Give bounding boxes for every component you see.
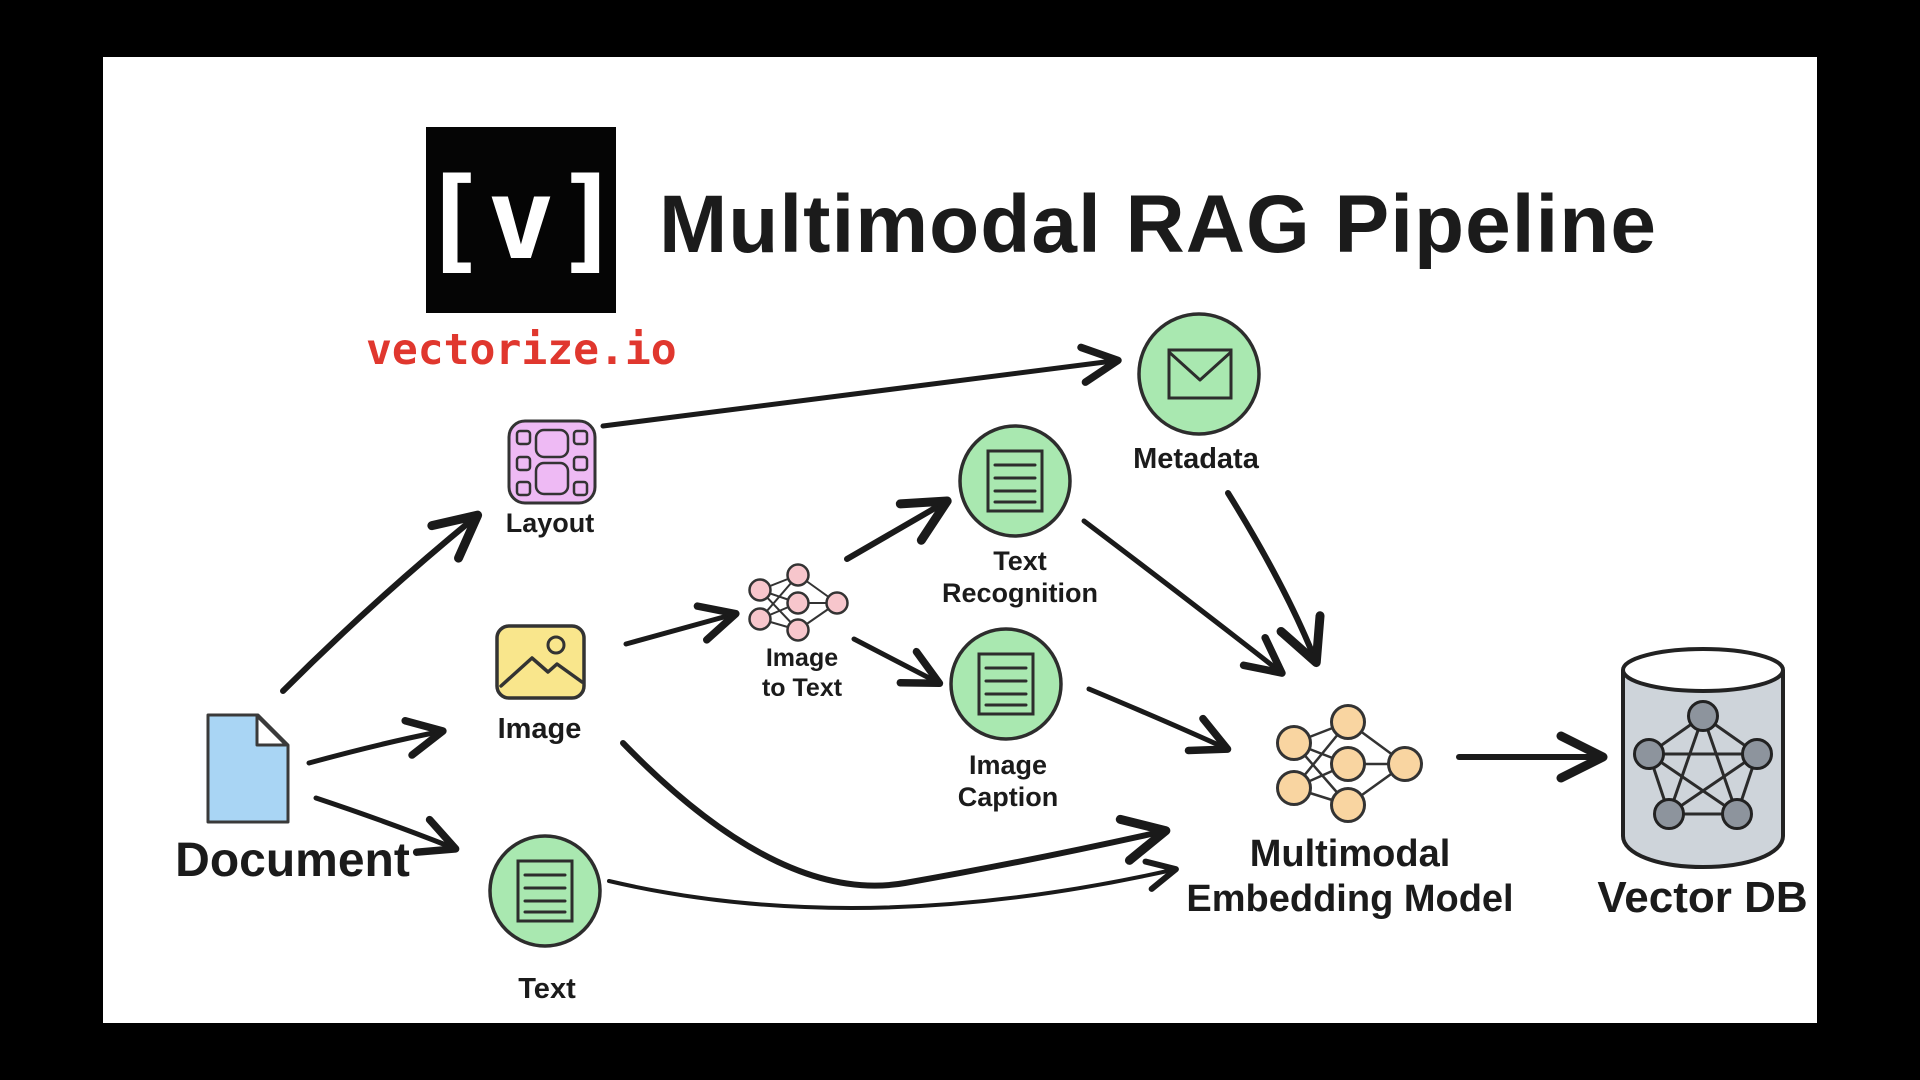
- image-to-text-label: Image to Text: [727, 644, 877, 703]
- arrow-image-to-embedding: [620, 740, 1171, 889]
- document-icon: [206, 713, 290, 824]
- embedding-model-label-line2: Embedding Model: [1186, 877, 1514, 920]
- arrow-imagetotext-to-imagecaption: [851, 636, 944, 688]
- vector-db-label: Vector DB: [1597, 873, 1808, 922]
- layout-label: Layout: [505, 508, 595, 538]
- text-recognition-label-line1: Text: [993, 546, 1047, 576]
- arrow-document-to-layout: [280, 510, 483, 694]
- image-caption-label-line2: Caption: [957, 781, 1059, 812]
- image-to-text-icon: [748, 563, 849, 642]
- arrow-layout-to-metadata: [600, 343, 1122, 429]
- embedding-model-label: Multimodal Embedding Model: [1167, 832, 1533, 922]
- text-label: Text: [518, 973, 576, 1005]
- text-recognition-icon: [958, 424, 1072, 538]
- embedding-model-label-line1: Multimodal: [1249, 833, 1451, 875]
- text-recognition-label-line2: Recognition: [942, 577, 1098, 608]
- text-icon: [488, 834, 602, 948]
- metadata-icon: [1137, 312, 1261, 436]
- image-to-text-label-line1: Image: [765, 644, 839, 672]
- arrow-document-to-image: [306, 716, 447, 766]
- arrow-imagecaption-to-embedding: [1086, 686, 1232, 755]
- image-caption-label-line1: Image: [968, 750, 1048, 780]
- image-label: Image: [497, 713, 582, 745]
- arrow-image-to-imagetotext: [623, 602, 740, 647]
- embedding-model-icon: [1276, 704, 1423, 823]
- page-title: Multimodal RAG Pipeline: [659, 179, 1657, 270]
- image-to-text-label-line2: to Text: [761, 673, 843, 702]
- text-recognition-label: Text Recognition: [925, 546, 1115, 610]
- document-label: Document: [175, 834, 410, 887]
- image-icon: [495, 624, 586, 700]
- brand-url: vectorize.io: [366, 325, 677, 375]
- metadata-label: Metadata: [1133, 443, 1259, 475]
- arrow-document-to-text: [313, 795, 460, 856]
- vector-db-icon: [1621, 647, 1785, 870]
- vectorize-logo: [v]: [420, 127, 622, 313]
- arrow-metadata-to-embedding: [1225, 490, 1325, 668]
- image-caption-icon: [949, 627, 1063, 741]
- whiteboard-card: [v] Multimodal RAG Pipeline vectorize.io: [103, 57, 1817, 1023]
- layout-icon: [507, 419, 597, 505]
- arrow-imagetotext-to-textrecognition: [844, 496, 952, 562]
- arrow-text-to-embedding: [607, 858, 1179, 910]
- image-caption-label: Image Caption: [928, 750, 1088, 814]
- arrow-textrecognition-to-embedding: [1081, 518, 1286, 677]
